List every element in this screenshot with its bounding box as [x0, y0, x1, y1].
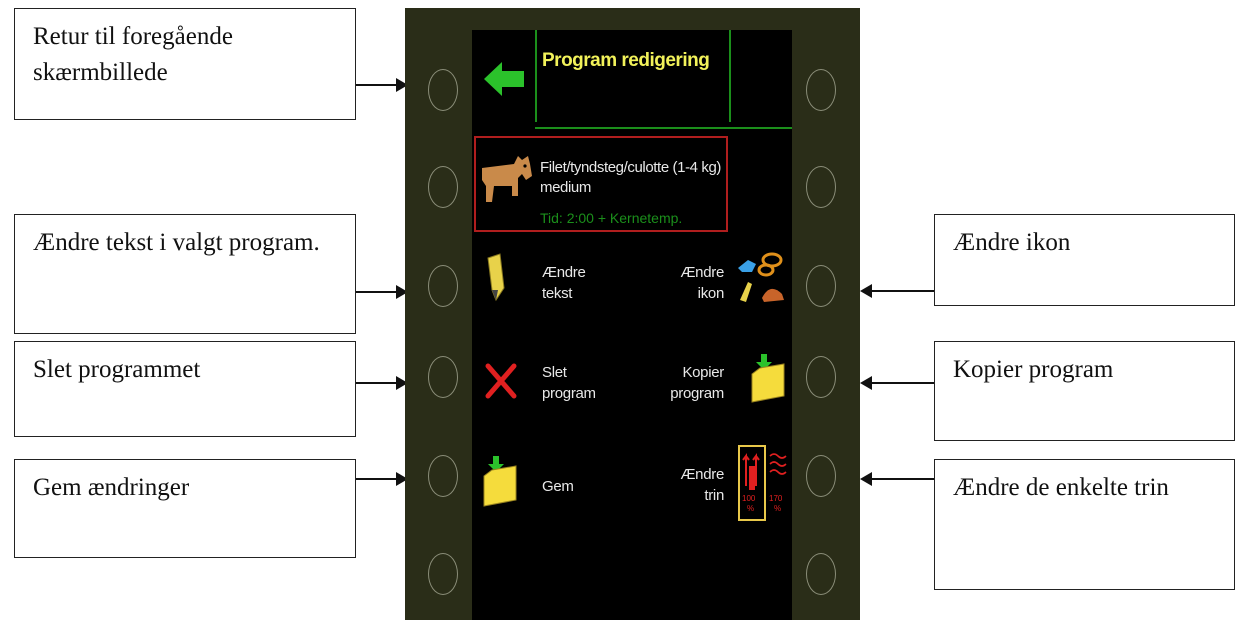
callout-back: Retur til foregående skærmbillede: [14, 8, 356, 120]
arrow-save: [356, 472, 408, 486]
pencil-icon: [487, 253, 505, 302]
callout-copy: Kopier program: [934, 341, 1235, 441]
callout-edit-text: Ændre tekst i valgt program.: [14, 214, 356, 334]
steps-left-unit: %: [747, 504, 755, 513]
title-divider: [535, 127, 792, 129]
oven-display: Program redigering Filet/tyndsteg/culott…: [472, 30, 792, 620]
back-arrow-icon[interactable]: [484, 60, 528, 98]
change-steps-label[interactable]: Ændre trin: [680, 466, 724, 504]
save-folder-icon: [483, 456, 517, 507]
softkey-left-5[interactable]: [428, 455, 458, 497]
edit-text-label[interactable]: Ændre tekst: [542, 264, 586, 302]
steps-icon-frame: [738, 445, 787, 521]
callout-save: Gem ændringer: [14, 459, 356, 558]
softkey-right-3[interactable]: [806, 265, 836, 307]
callout-delete: Slet programmet: [14, 341, 356, 437]
delete-program-label[interactable]: Slet program: [542, 364, 596, 402]
food-icons-icon: [738, 252, 784, 302]
copy-program-label[interactable]: Kopier program: [670, 364, 724, 402]
steps-left-value: 100: [742, 494, 756, 503]
softkey-left-2[interactable]: [428, 166, 458, 208]
copy-folder-icon: [751, 354, 785, 403]
program-name: Filet/tyndsteg/culotte (1-4 kg) medium: [540, 159, 722, 196]
steps-right-unit: %: [774, 504, 782, 513]
softkey-right-4[interactable]: [806, 356, 836, 398]
delete-x-icon: [485, 363, 517, 399]
cooking-steps-icon: 100 % 170 %: [738, 444, 790, 522]
change-icon-label[interactable]: Ændre ikon: [680, 264, 724, 302]
softkey-left-1[interactable]: [428, 69, 458, 111]
arrow-back: [356, 78, 408, 92]
arrow-copy: [860, 376, 934, 390]
softkey-right-5[interactable]: [806, 455, 836, 497]
title-frame: [535, 30, 731, 122]
cow-icon: [482, 156, 532, 202]
callout-change-icon: Ændre ikon: [934, 214, 1235, 306]
arrow-delete: [356, 376, 408, 390]
softkey-right-1[interactable]: [806, 69, 836, 111]
softkey-right-2[interactable]: [806, 166, 836, 208]
arrow-edit-text: [356, 285, 408, 299]
save-label[interactable]: Gem: [542, 478, 574, 495]
callout-change-steps: Ændre de enkelte trin: [934, 459, 1235, 590]
softkey-right-6[interactable]: [806, 553, 836, 595]
softkey-left-4[interactable]: [428, 356, 458, 398]
arrow-change-steps: [860, 472, 934, 486]
softkey-left-6[interactable]: [428, 553, 458, 595]
steps-right-value: 170: [769, 494, 783, 503]
softkey-left-3[interactable]: [428, 265, 458, 307]
selected-program[interactable]: [474, 136, 728, 232]
page-title: Program redigering: [542, 50, 710, 71]
program-time: Tid: 2:00 + Kernetemp.: [540, 210, 683, 226]
arrow-change-icon: [860, 284, 934, 298]
